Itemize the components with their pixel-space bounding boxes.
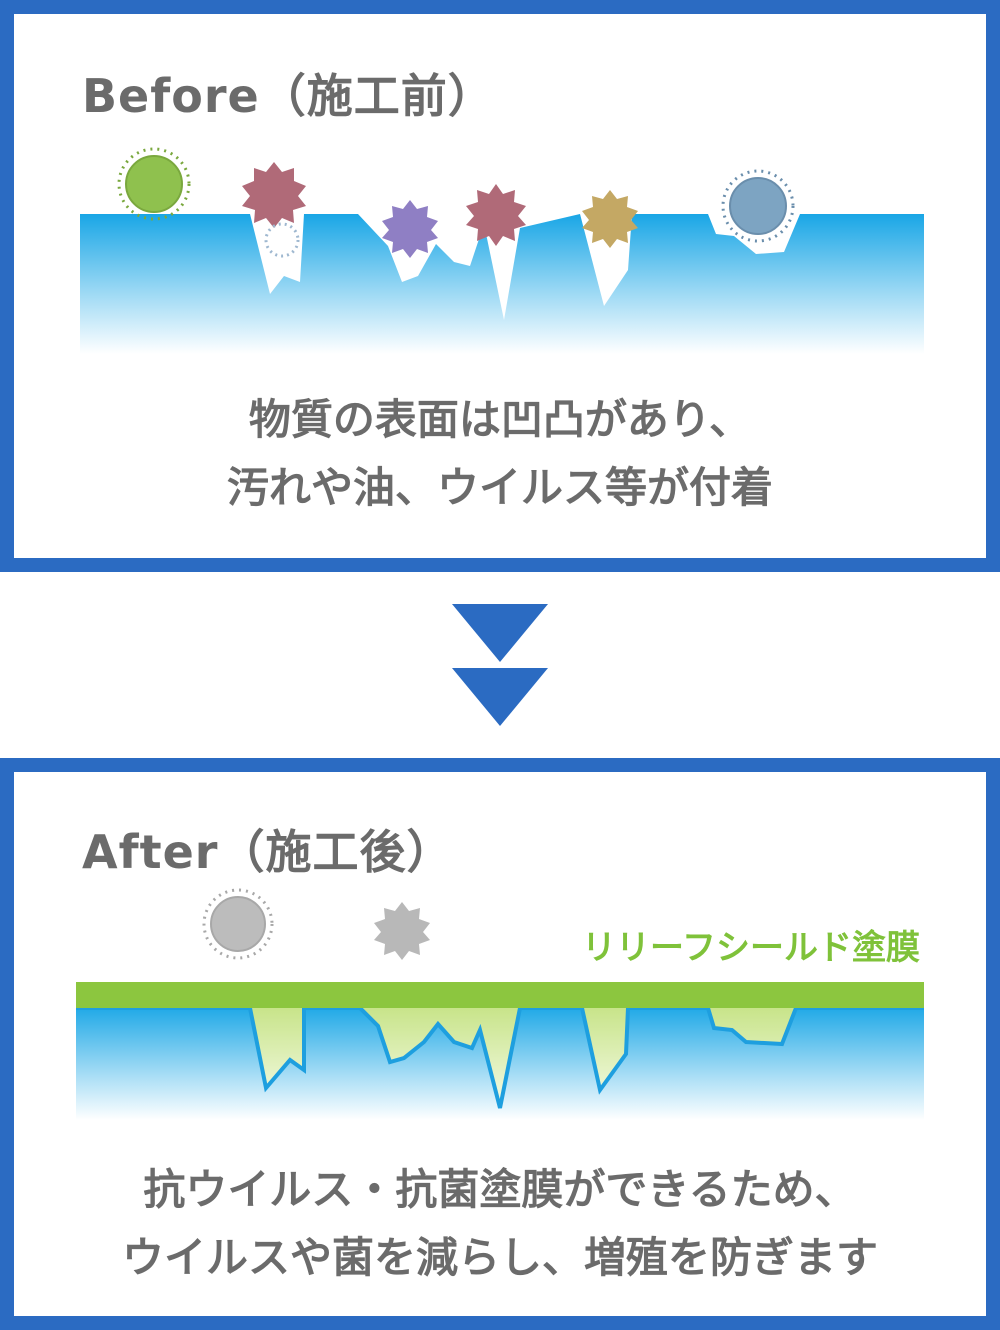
after-heading: After（施工後） <box>82 825 454 879</box>
coating-label: リリーフシールド塗膜 <box>582 928 920 968</box>
virus-icon <box>264 222 300 258</box>
bacteria-icon <box>582 190 638 248</box>
virus-icon <box>721 169 795 243</box>
after-caption-line-1: 抗ウイルス・抗菌塗膜ができるため、 <box>143 1165 857 1214</box>
bacteria-icon <box>382 200 438 258</box>
after-panel: After（施工後） リリーフシールド塗膜 抗ウイルス・抗菌塗膜ができるため <box>0 758 1000 1330</box>
rough-surface <box>80 214 924 354</box>
surface-outline <box>76 1006 924 1109</box>
down-arrow-icon <box>452 604 548 662</box>
before-caption: 物質の表面は凹凸があり、 汚れや油、ウイルス等が付着 <box>14 386 986 522</box>
before-caption-line-2: 汚れや油、ウイルス等が付着 <box>226 463 773 512</box>
before-surface-illustration <box>80 147 924 354</box>
before-heading: Before（施工前） <box>82 69 495 123</box>
before-caption-line-1: 物質の表面は凹凸があり、 <box>248 395 752 444</box>
before-panel: Before（施工前） <box>0 0 1000 572</box>
bacteria-icon <box>466 184 526 246</box>
virus-icon <box>117 147 191 221</box>
down-arrow-icon <box>452 668 548 726</box>
after-caption: 抗ウイルス・抗菌塗膜ができるため、 ウイルスや菌を減らし、増殖を防ぎます <box>14 1156 986 1292</box>
virus-icon <box>202 888 274 960</box>
after-caption-line-2: ウイルスや菌を減らし、増殖を防ぎます <box>121 1233 878 1282</box>
after-surface-illustration <box>76 888 924 1120</box>
bacteria-icon <box>242 162 306 228</box>
coating-fill <box>250 1008 796 1108</box>
bacteria-icon <box>374 902 430 960</box>
coating-layer <box>76 982 924 1008</box>
